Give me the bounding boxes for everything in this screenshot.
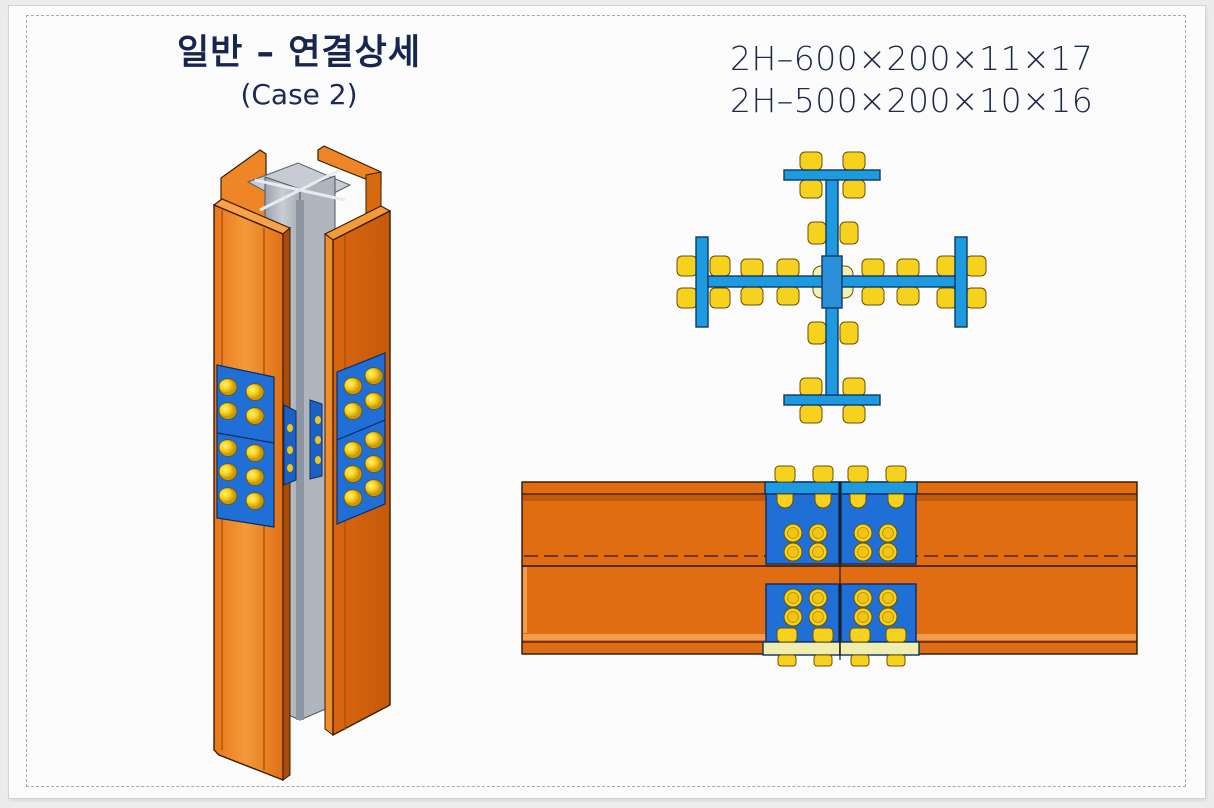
title-case: (Case 2)	[240, 78, 358, 111]
drawing-sheet	[8, 5, 1206, 799]
column-right-flange	[323, 205, 392, 737]
section-bolts	[676, 151, 987, 424]
title-main: 일반 – 연결상세	[176, 33, 422, 73]
section-specs: 2H–600×200×11×17 2H–500×200×10×16	[730, 38, 1093, 122]
elevation-bottom-bolts	[776, 627, 907, 667]
drawing-title: 일반 – 연결상세 (Case 2)	[148, 30, 450, 114]
spec-line-1: 2H–600×200×11×17	[730, 39, 1094, 78]
section-plates	[695, 169, 968, 406]
left-flange-splice-plates	[216, 364, 275, 528]
elevation-top-bolts	[774, 465, 907, 509]
spec-line-2: 2H–500×200×10×16	[730, 81, 1094, 120]
drawing-border	[26, 15, 1186, 787]
right-flange-splice-plates	[336, 352, 386, 525]
elevation-figure	[521, 465, 1138, 667]
cross-section-figure	[676, 151, 987, 424]
web-splice-plates	[283, 399, 323, 486]
